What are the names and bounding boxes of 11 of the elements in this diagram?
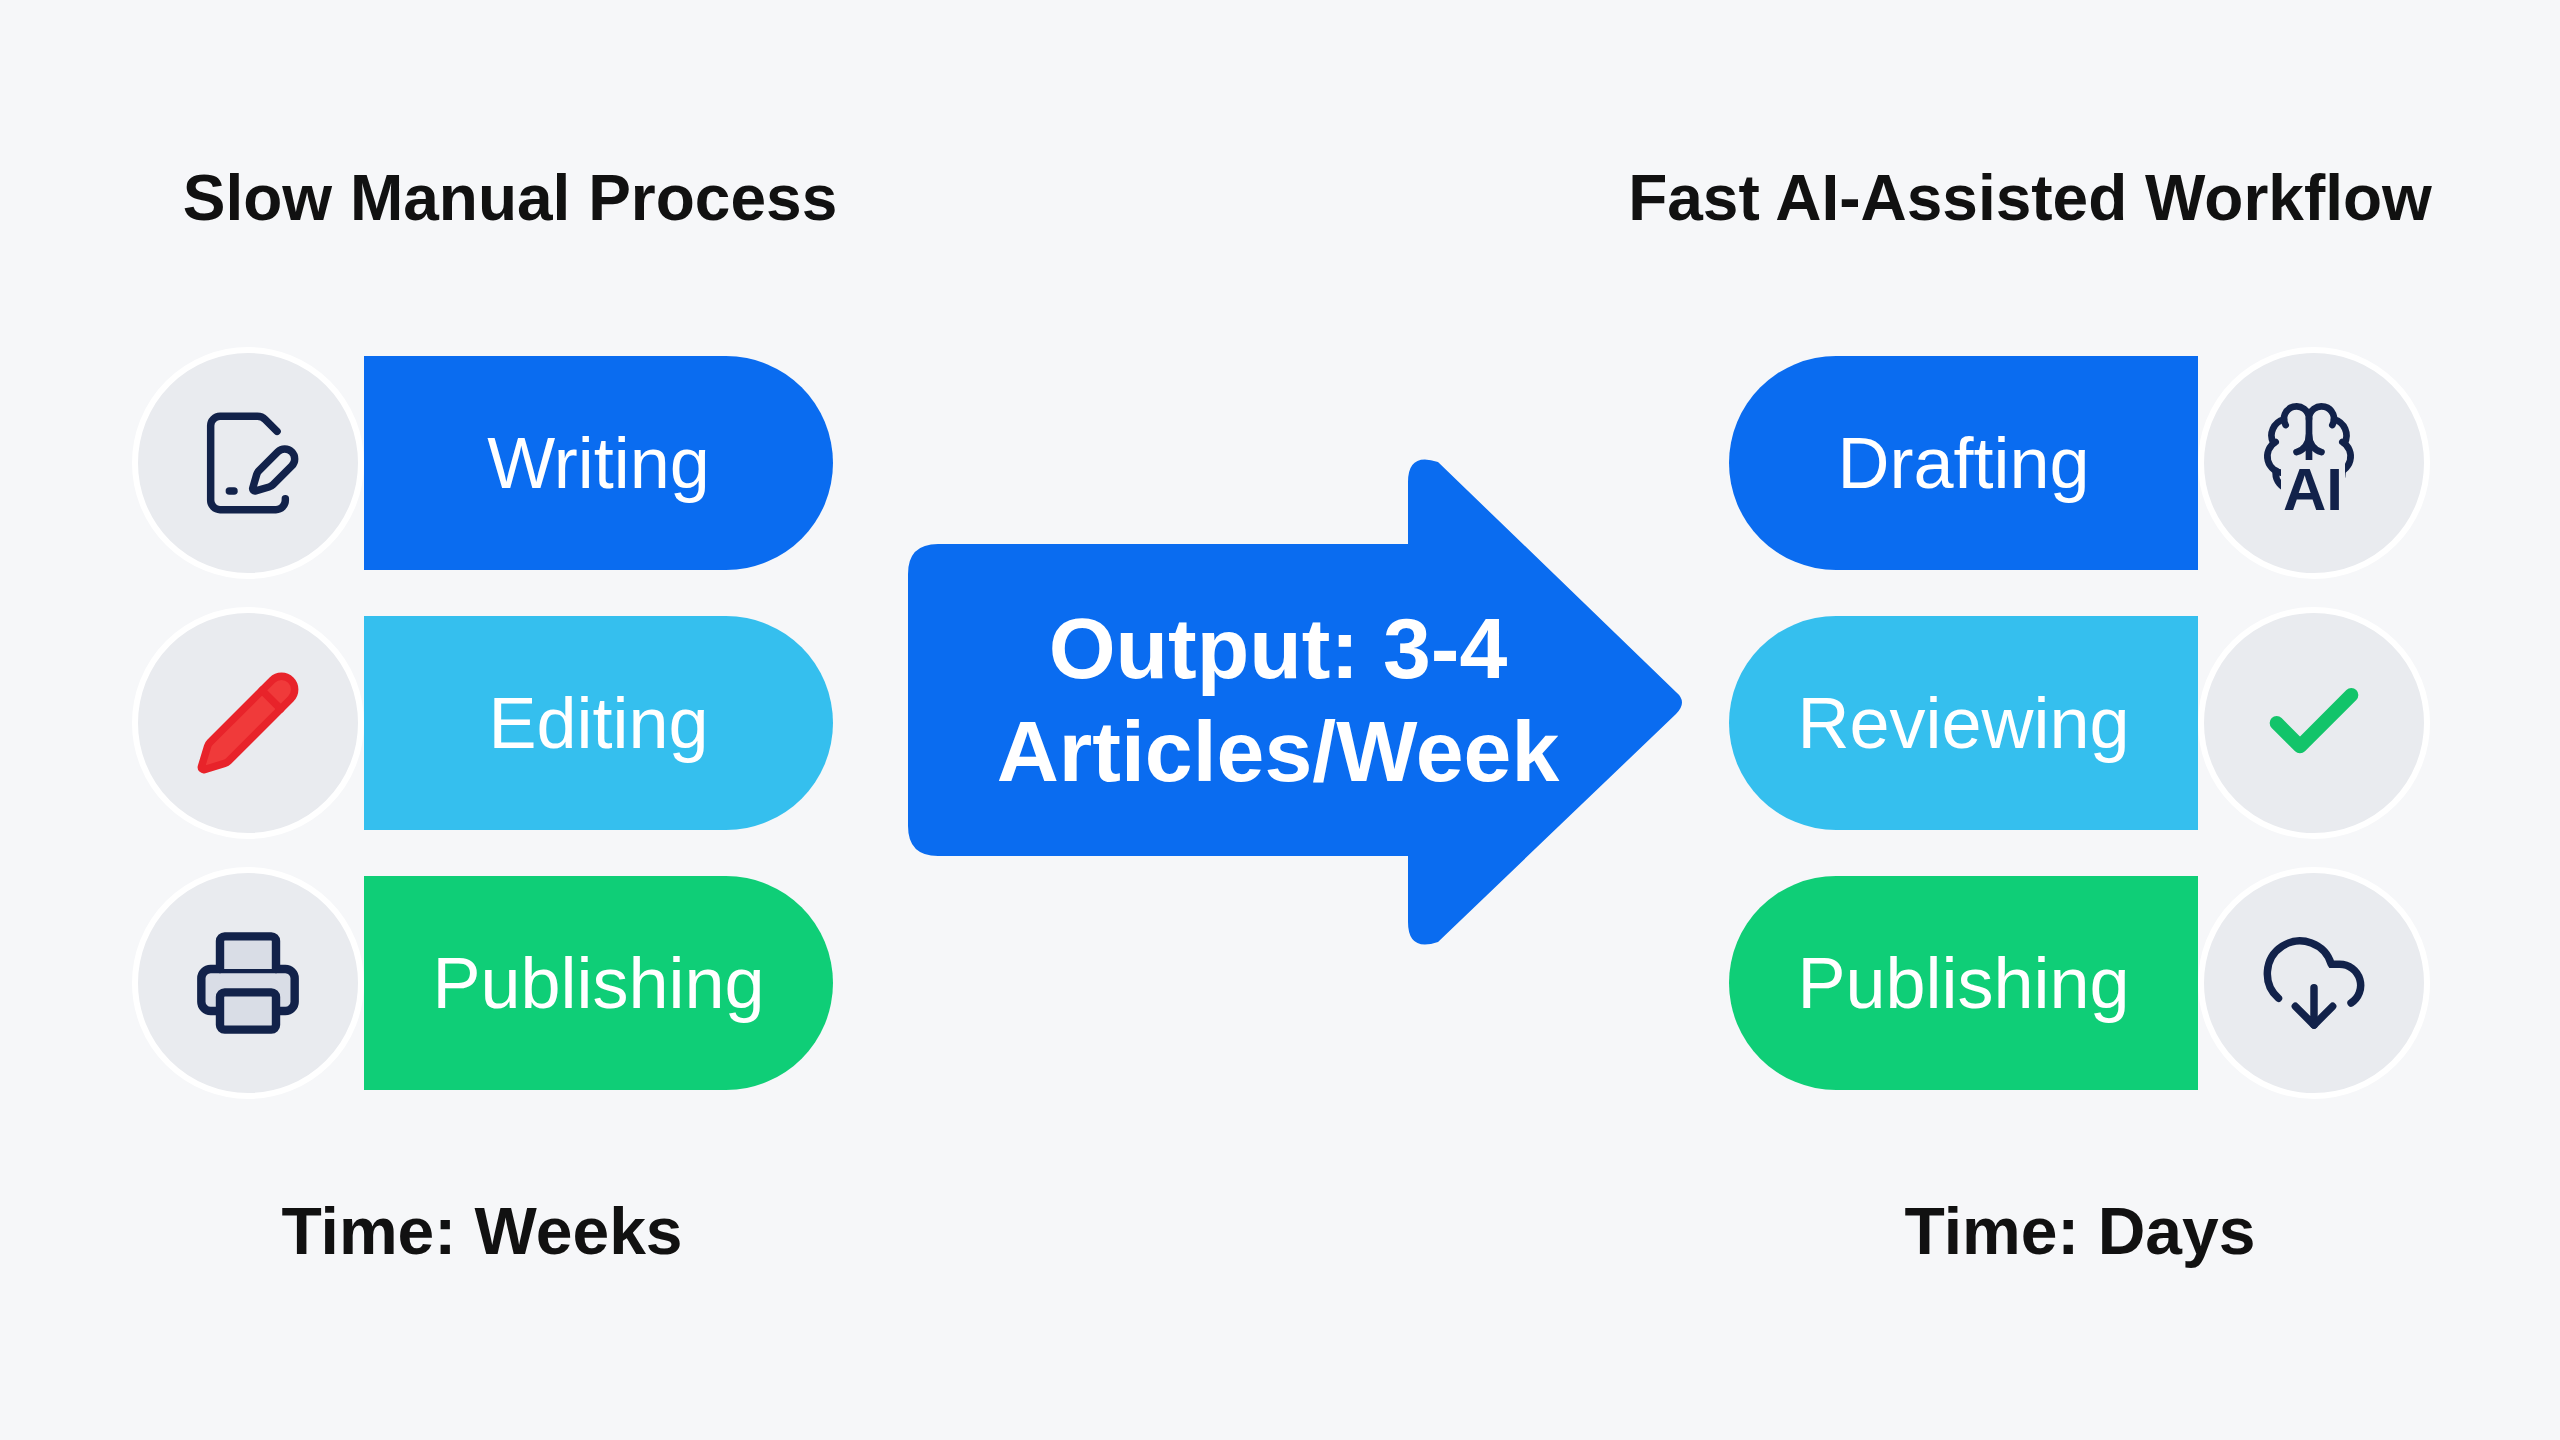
duration-label: Time: Weeks [280,1193,684,1270]
step-pill: Publishing [1729,876,2198,1090]
step-pill: Publishing [364,876,833,1090]
duration-label: Time: Days [1903,1193,2257,1270]
arrow-label: Output: 3-4 Articles/Week [995,598,1561,801]
step-pill: Writing [364,356,833,570]
step-pill: Reviewing [1729,616,2198,830]
step-pill: Drafting [1729,356,2198,570]
step-pill: Editing [364,616,833,830]
section-title: Slow Manual Process [181,161,839,236]
section-title: Fast AI-Assisted Workflow [1627,161,2433,236]
